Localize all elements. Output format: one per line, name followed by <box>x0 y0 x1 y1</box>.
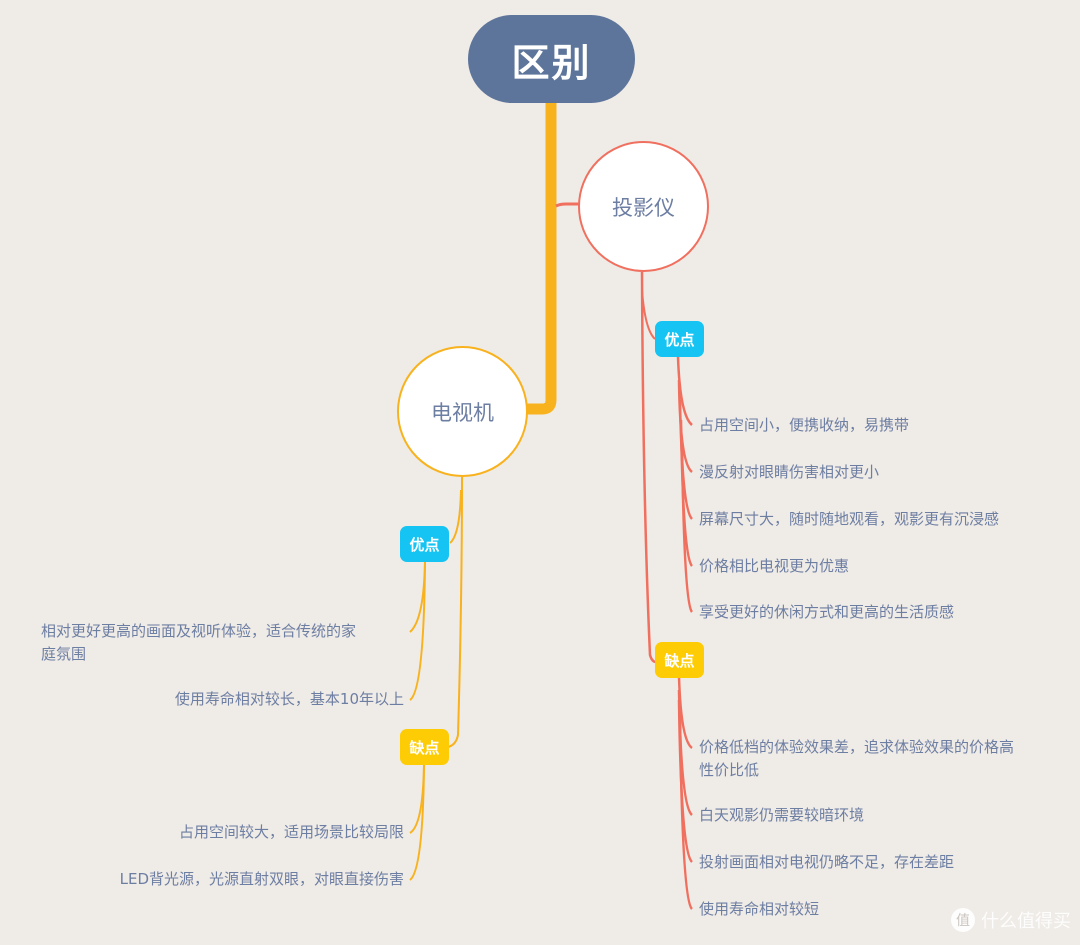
projector-node[interactable]: 投影仪 <box>578 141 709 272</box>
tv-con-item[interactable]: 占用空间较大，适用场景比较局限 <box>178 823 404 841</box>
watermark-text: 什么值得买 <box>981 911 1071 932</box>
projector-connector <box>555 202 580 208</box>
projector-cons-label: 缺点 <box>664 651 695 670</box>
projector-con-item[interactable]: 使用寿命相对较短 <box>699 900 820 918</box>
projector-pro-item[interactable]: 价格相比电视更为优惠 <box>699 557 850 575</box>
tv-pro-item-line1: 相对更好更高的画面及视听体验，适合传统的家 <box>41 622 357 640</box>
watermark-logo-icon: 值 <box>951 908 975 932</box>
tv-pros-connector <box>449 489 462 544</box>
tv-label: 电视机 <box>431 400 494 425</box>
tv-pro-item[interactable]: 使用寿命相对较长，基本10年以上 <box>174 690 404 708</box>
projector-main-line <box>640 271 657 664</box>
root-label: 区别 <box>511 40 592 85</box>
tv-con-item[interactable]: LED背光源，光源直射双眼，对眼直接伤害 <box>119 870 404 888</box>
projector-pro-item[interactable]: 屏幕尺寸大，随时随地观看，观影更有沉浸感 <box>699 510 1000 528</box>
watermark: 值 什么值得买 <box>951 907 1071 933</box>
tv-pros-label: 优点 <box>409 535 440 554</box>
trunk-line <box>520 94 557 415</box>
projector-pros-tag[interactable]: 优点 <box>655 321 704 357</box>
projector-con-item-line1: 价格低档的体验效果差，追求体验效果的价格高 <box>699 738 1015 756</box>
projector-cons-tag[interactable]: 缺点 <box>655 642 704 678</box>
tv-cons-label: 缺点 <box>409 738 440 757</box>
tv-pro-item[interactable]: 相对更好更高的画面及视听体验，适合传统的家 庭氛围 <box>41 620 356 666</box>
projector-pro-item[interactable]: 漫反射对眼睛伤害相对更小 <box>699 463 880 481</box>
projector-con-item-line2: 性价比低 <box>699 761 760 779</box>
projector-con-item[interactable]: 白天观影仍需要较暗环境 <box>699 806 865 824</box>
tv-pro-item-line2: 庭氛围 <box>41 645 87 663</box>
root-node[interactable]: 区别 <box>468 15 635 103</box>
tv-node[interactable]: 电视机 <box>397 346 528 477</box>
projector-pros-connector <box>641 289 656 340</box>
projector-con-item[interactable]: 价格低档的体验效果差，追求体验效果的价格高 性价比低 <box>699 736 1014 782</box>
tv-main-line <box>447 476 463 748</box>
projector-label: 投影仪 <box>612 195 675 220</box>
projector-pro-item[interactable]: 享受更好的休闲方式和更高的生活质感 <box>699 603 955 621</box>
projector-con-item[interactable]: 投射画面相对电视仍略不足，存在差距 <box>699 853 955 871</box>
projector-pros-label: 优点 <box>664 330 695 349</box>
tv-pros-tag[interactable]: 优点 <box>400 526 449 562</box>
projector-pro-item[interactable]: 占用空间小，便携收纳，易携带 <box>699 416 910 434</box>
tv-cons-tag[interactable]: 缺点 <box>400 729 449 765</box>
